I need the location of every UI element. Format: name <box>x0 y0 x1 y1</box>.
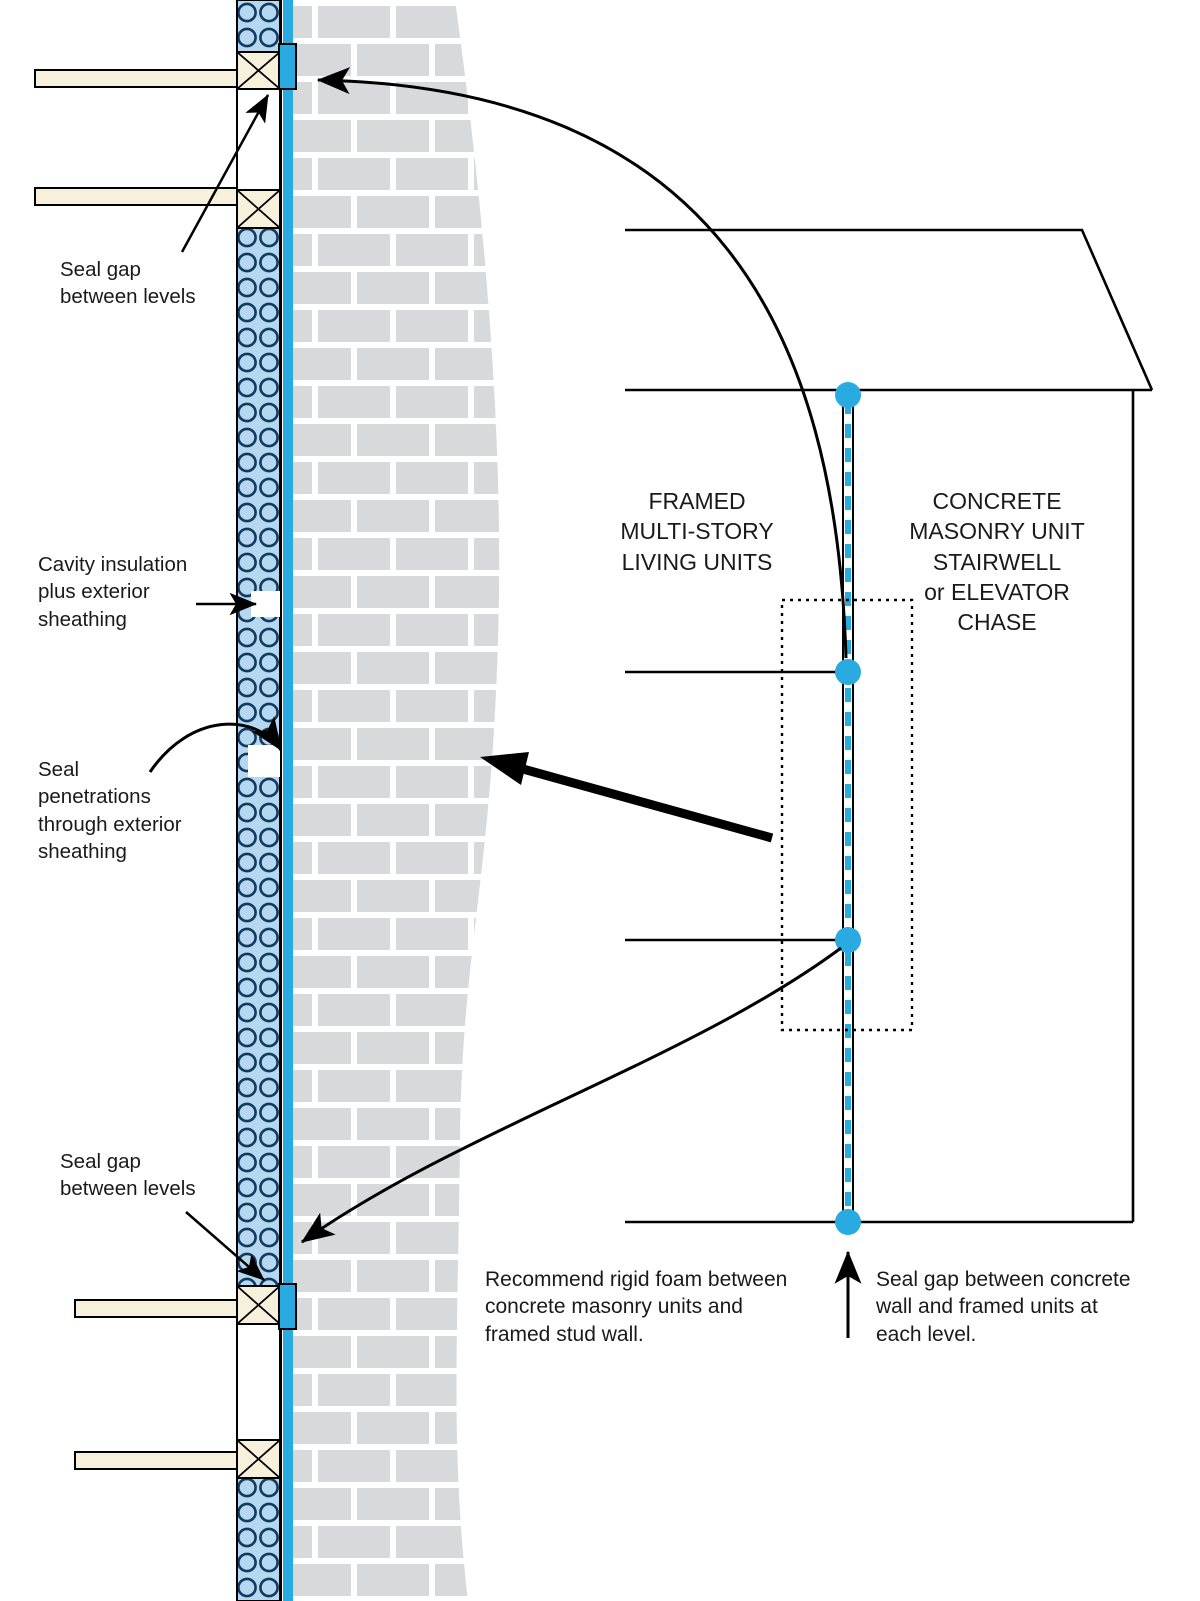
seal-dot <box>835 1209 861 1235</box>
floor-framing-top <box>34 51 281 229</box>
building-outline <box>625 228 1154 1224</box>
note-rigid-foam: Recommend rigid foam between concrete ma… <box>485 1268 788 1346</box>
masonry-wall <box>292 0 500 1601</box>
label-cavity-insulation: Cavity insulation plus exterior sheathin… <box>38 553 188 631</box>
label-seal-penetrations: Seal penetrations through exterior sheat… <box>38 758 182 864</box>
level-seal-top <box>278 43 297 90</box>
label-seal-gap-bottom: Seal gap between levels <box>60 1150 196 1201</box>
penetration-notch <box>248 745 280 777</box>
level-seal-bottom <box>278 1283 297 1330</box>
cavity-insulation <box>236 0 281 1601</box>
detail-arrow <box>480 752 774 843</box>
party-wall <box>835 382 861 1235</box>
callout-arrows <box>148 67 862 1338</box>
label-seal-gap-top: Seal gap between levels <box>60 258 196 309</box>
stud-bay-edges <box>236 89 281 1440</box>
note-seal-each-level: Seal gap between concrete wall and frame… <box>876 1268 1131 1346</box>
label-framed-units: FRAMED MULTI-STORY LIVING UNITS <box>620 488 774 575</box>
seal-dot <box>835 382 861 408</box>
label-cmu-chase: CONCRETE MASONRY UNIT STAIRWELL or ELEVA… <box>909 488 1085 636</box>
floor-framing-bottom <box>74 1285 281 1479</box>
seal-dot <box>835 659 861 685</box>
seal-dot <box>835 927 861 953</box>
detail-reference-box <box>780 598 914 1032</box>
air-barrier-line <box>283 0 293 1601</box>
